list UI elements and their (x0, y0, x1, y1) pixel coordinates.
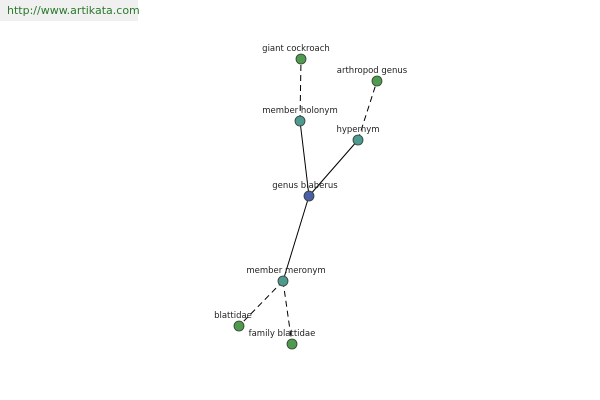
edge-member-meronym-blattidae (238, 280, 284, 327)
node-blattidae[interactable] (233, 320, 245, 332)
label-member-meronym: member meronym (246, 266, 325, 276)
node-center[interactable] (303, 190, 315, 202)
edge-center-member-meronym (282, 195, 310, 282)
edge-hypernym-arthropod-genus (357, 80, 378, 141)
watermark: http://www.artikata.com (0, 0, 140, 21)
label-family-blattidae: family blattidae (249, 329, 316, 339)
node-member-meronym[interactable] (277, 275, 289, 287)
node-hypernym[interactable] (352, 134, 364, 146)
label-center: genus blaberus (272, 181, 338, 191)
watermark-text: http://www.artikata.com (7, 4, 140, 17)
label-giant-cockroach: giant cockroach (262, 44, 330, 54)
node-arthropod-genus[interactable] (371, 75, 383, 87)
label-hypernym: hypernym (336, 125, 379, 135)
edge-member-meronym-family-blattidae (282, 280, 293, 345)
label-member-holonym: member holonym (262, 106, 337, 116)
node-giant-cockroach[interactable] (295, 53, 307, 65)
node-family-blattidae[interactable] (286, 338, 298, 350)
label-blattidae: blattidae (214, 311, 252, 321)
node-member-holonym[interactable] (294, 115, 306, 127)
edge-center-member-holonym (299, 120, 310, 197)
edge-member-holonym-giant-cockroach (299, 58, 302, 122)
edge-center-hypernym (308, 139, 359, 197)
label-arthropod-genus: arthropod genus (337, 66, 408, 76)
